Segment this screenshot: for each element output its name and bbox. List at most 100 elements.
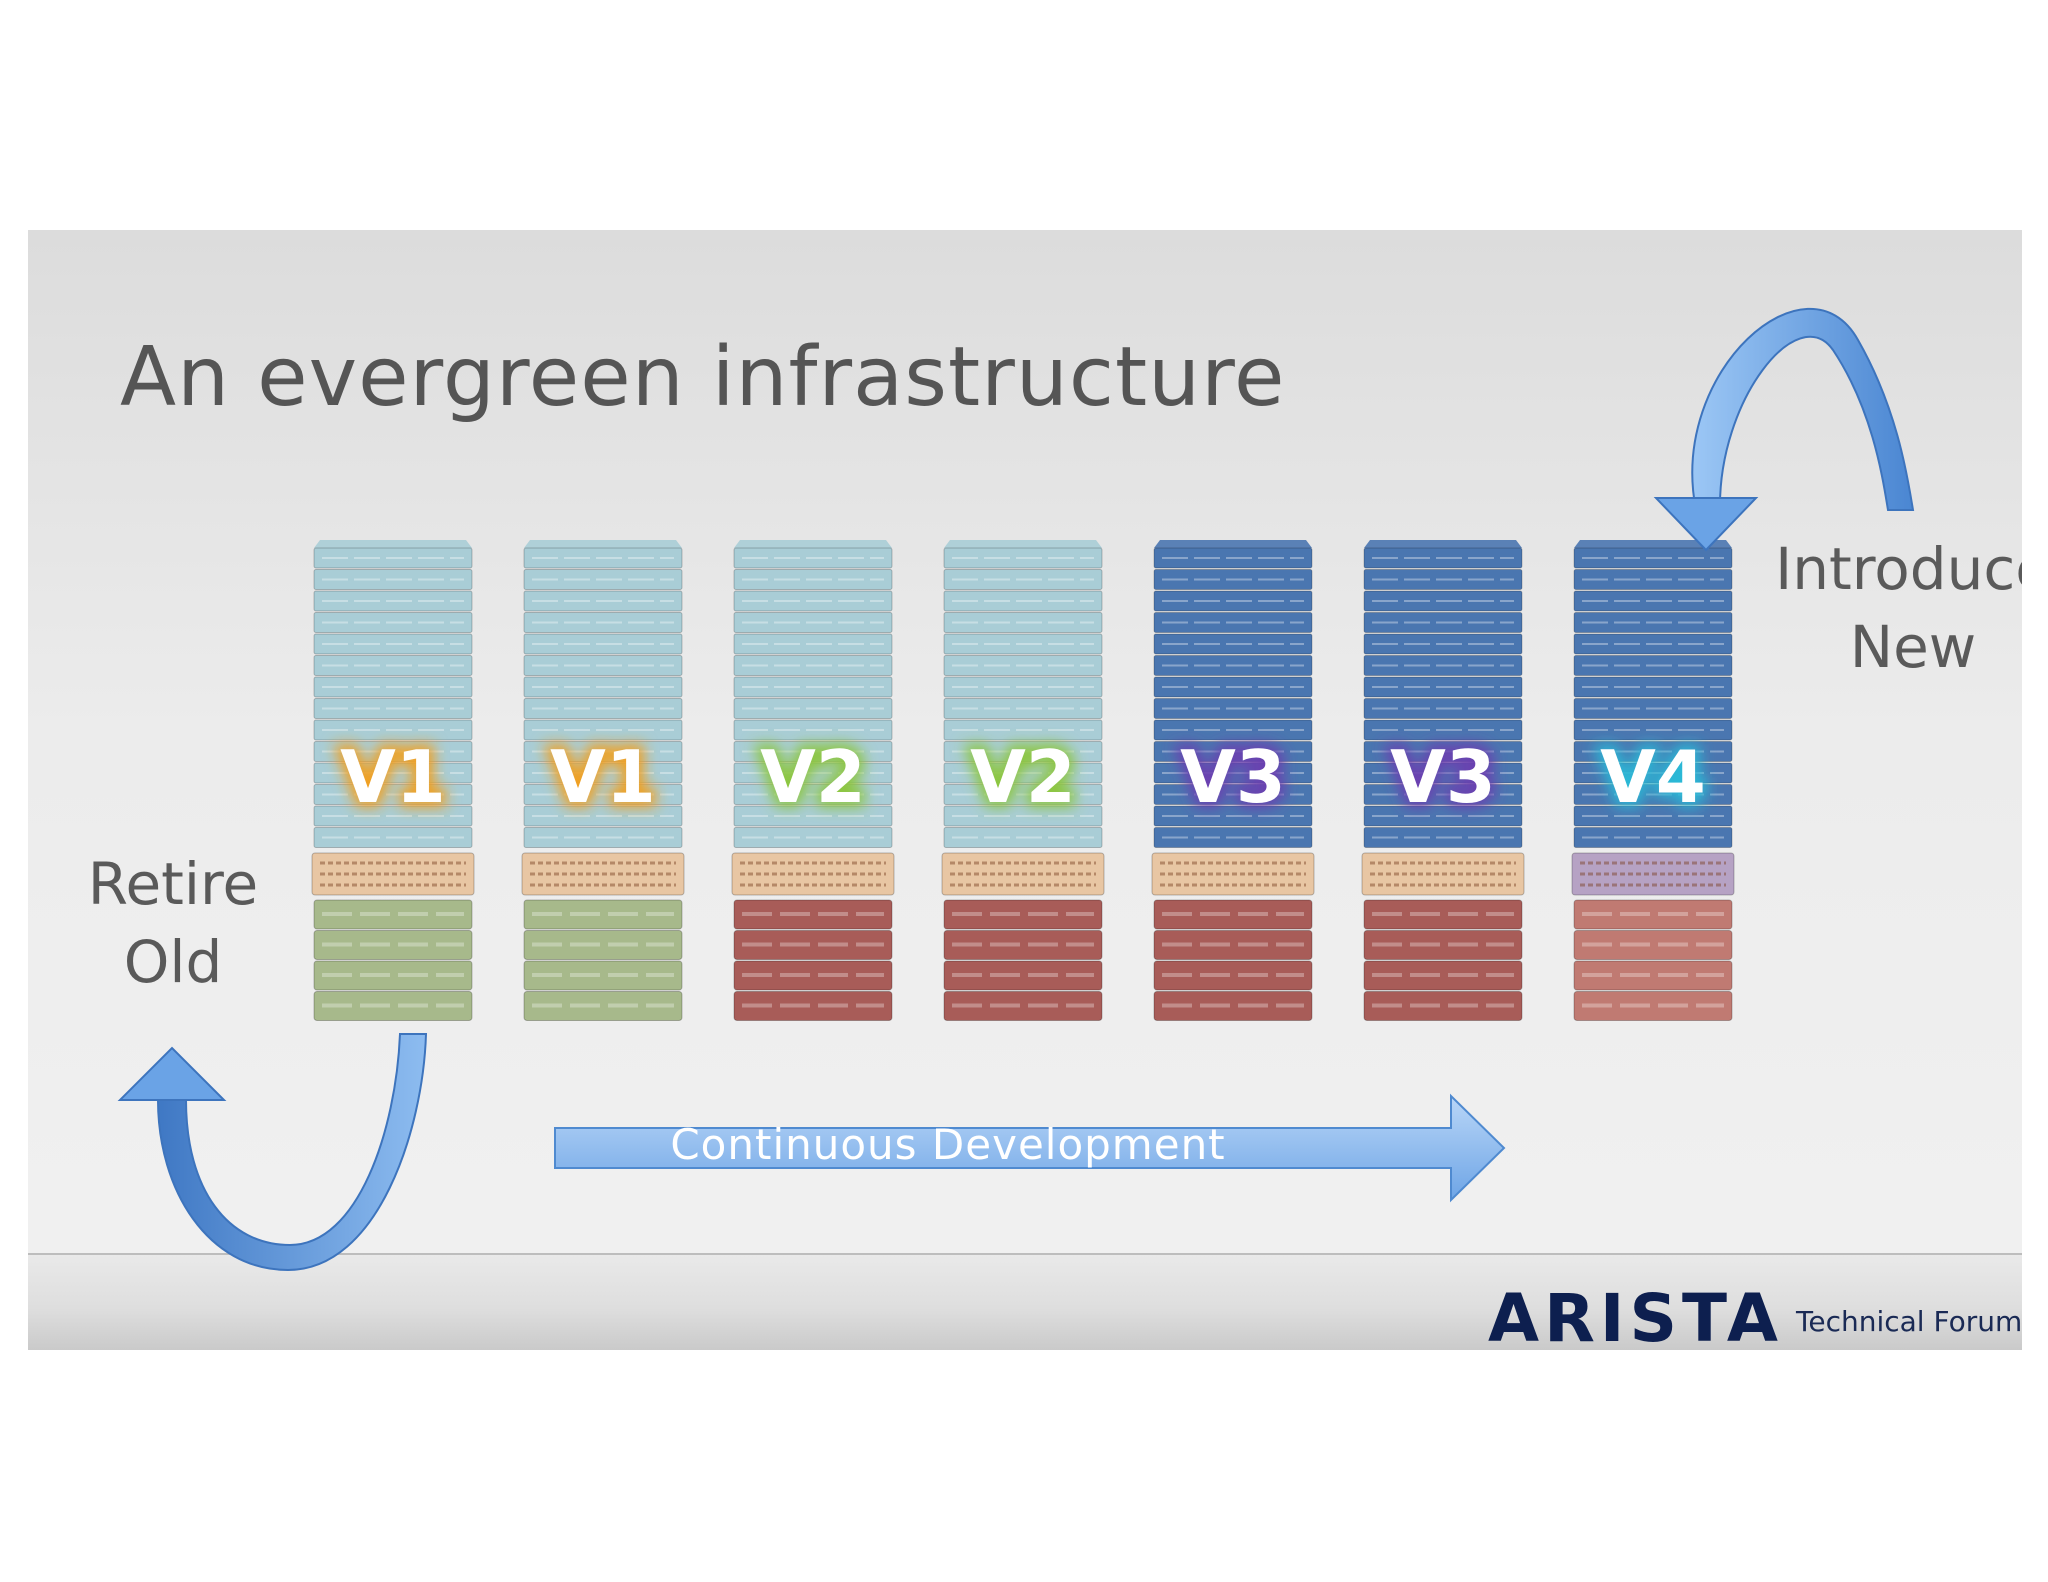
server-unit [313, 612, 473, 633]
server-unit [733, 655, 893, 676]
server-unit [1153, 612, 1313, 633]
storage-unit [1573, 930, 1733, 960]
server-unit [1153, 590, 1313, 612]
version-label: V3 [1180, 735, 1286, 819]
server-unit [1573, 633, 1733, 655]
server-unit [1363, 827, 1523, 848]
storage-unit [313, 930, 473, 960]
storage-unit [313, 960, 473, 991]
server-unit [1153, 547, 1313, 569]
introduce-new-text: Introduce New [1775, 535, 2022, 681]
server-unit [313, 719, 473, 741]
continuous-development-label: Continuous Development [670, 1120, 1226, 1169]
retire-old-label: Retire Old [68, 845, 278, 1001]
server-unit [313, 784, 473, 805]
version-label: V1 [550, 735, 656, 819]
version-glow: V2 [970, 735, 1076, 819]
server-unit [1363, 633, 1523, 655]
server-unit [943, 805, 1103, 827]
server-unit [1573, 547, 1733, 569]
server-unit [1153, 805, 1313, 827]
version-glow: V2 [760, 735, 866, 819]
arista-logo: ARISTA [1488, 1280, 1783, 1350]
server-unit [313, 827, 473, 848]
version-label: V2 [760, 735, 866, 819]
server-unit [733, 762, 893, 784]
storage-stack [733, 899, 893, 1021]
storage-unit [523, 899, 683, 930]
server-unit [1363, 590, 1523, 612]
storage-unit [1153, 899, 1313, 930]
server-unit [313, 655, 473, 676]
storage-unit [1573, 960, 1733, 991]
storage-unit [523, 960, 683, 991]
storage-unit [313, 991, 473, 1021]
server-unit [1573, 590, 1733, 612]
version-glow: V3 [1180, 735, 1286, 819]
rack-cap [1154, 540, 1312, 548]
server-unit [1153, 655, 1313, 676]
rack-cap [524, 540, 682, 548]
server-unit [1573, 569, 1733, 590]
network-switch [1361, 852, 1525, 896]
server-unit [523, 805, 683, 827]
server-unit [1363, 676, 1523, 698]
server-unit [523, 827, 683, 848]
network-switch [311, 852, 475, 896]
server-unit [523, 762, 683, 784]
server-unit [313, 762, 473, 784]
server-unit [943, 784, 1103, 805]
network-switch [731, 852, 895, 896]
server-unit [1153, 676, 1313, 698]
server-unit [943, 676, 1103, 698]
server-unit [523, 676, 683, 698]
version-glow: V1 [340, 735, 446, 819]
storage-unit [733, 930, 893, 960]
server-unit [943, 569, 1103, 590]
storage-unit [1153, 930, 1313, 960]
server-unit [733, 827, 893, 848]
server-unit [1363, 805, 1523, 827]
storage-stack [1573, 899, 1733, 1021]
server-unit [943, 719, 1103, 741]
introduce-new-label: Introduce New [1748, 530, 2022, 686]
server-unit [733, 805, 893, 827]
server-unit [523, 655, 683, 676]
version-label: V4 [1600, 735, 1706, 819]
server-unit [523, 698, 683, 719]
server-unit [1153, 698, 1313, 719]
server-unit [1363, 569, 1523, 590]
server-unit [943, 741, 1103, 762]
server-stack [1363, 547, 1523, 848]
storage-unit [1363, 930, 1523, 960]
storage-unit [1573, 991, 1733, 1021]
server-unit [733, 633, 893, 655]
server-unit [1363, 762, 1523, 784]
rack-cap [944, 540, 1102, 548]
retire-curl-arrow [117, 1033, 428, 1272]
storage-unit [733, 960, 893, 991]
server-unit [943, 547, 1103, 569]
server-unit [1363, 612, 1523, 633]
storage-unit [943, 960, 1103, 991]
server-unit [313, 633, 473, 655]
version-label: V1 [340, 735, 446, 819]
server-unit [313, 676, 473, 698]
storage-unit [523, 991, 683, 1021]
retire-old-text: Retire Old [87, 850, 259, 996]
storage-unit [733, 899, 893, 930]
server-unit [943, 612, 1103, 633]
version-glow: V4 [1600, 735, 1706, 819]
server-unit [523, 569, 683, 590]
server-unit [733, 569, 893, 590]
server-unit [1153, 827, 1313, 848]
server-stack [733, 547, 893, 848]
server-stack [943, 547, 1103, 848]
server-stack [313, 547, 473, 848]
